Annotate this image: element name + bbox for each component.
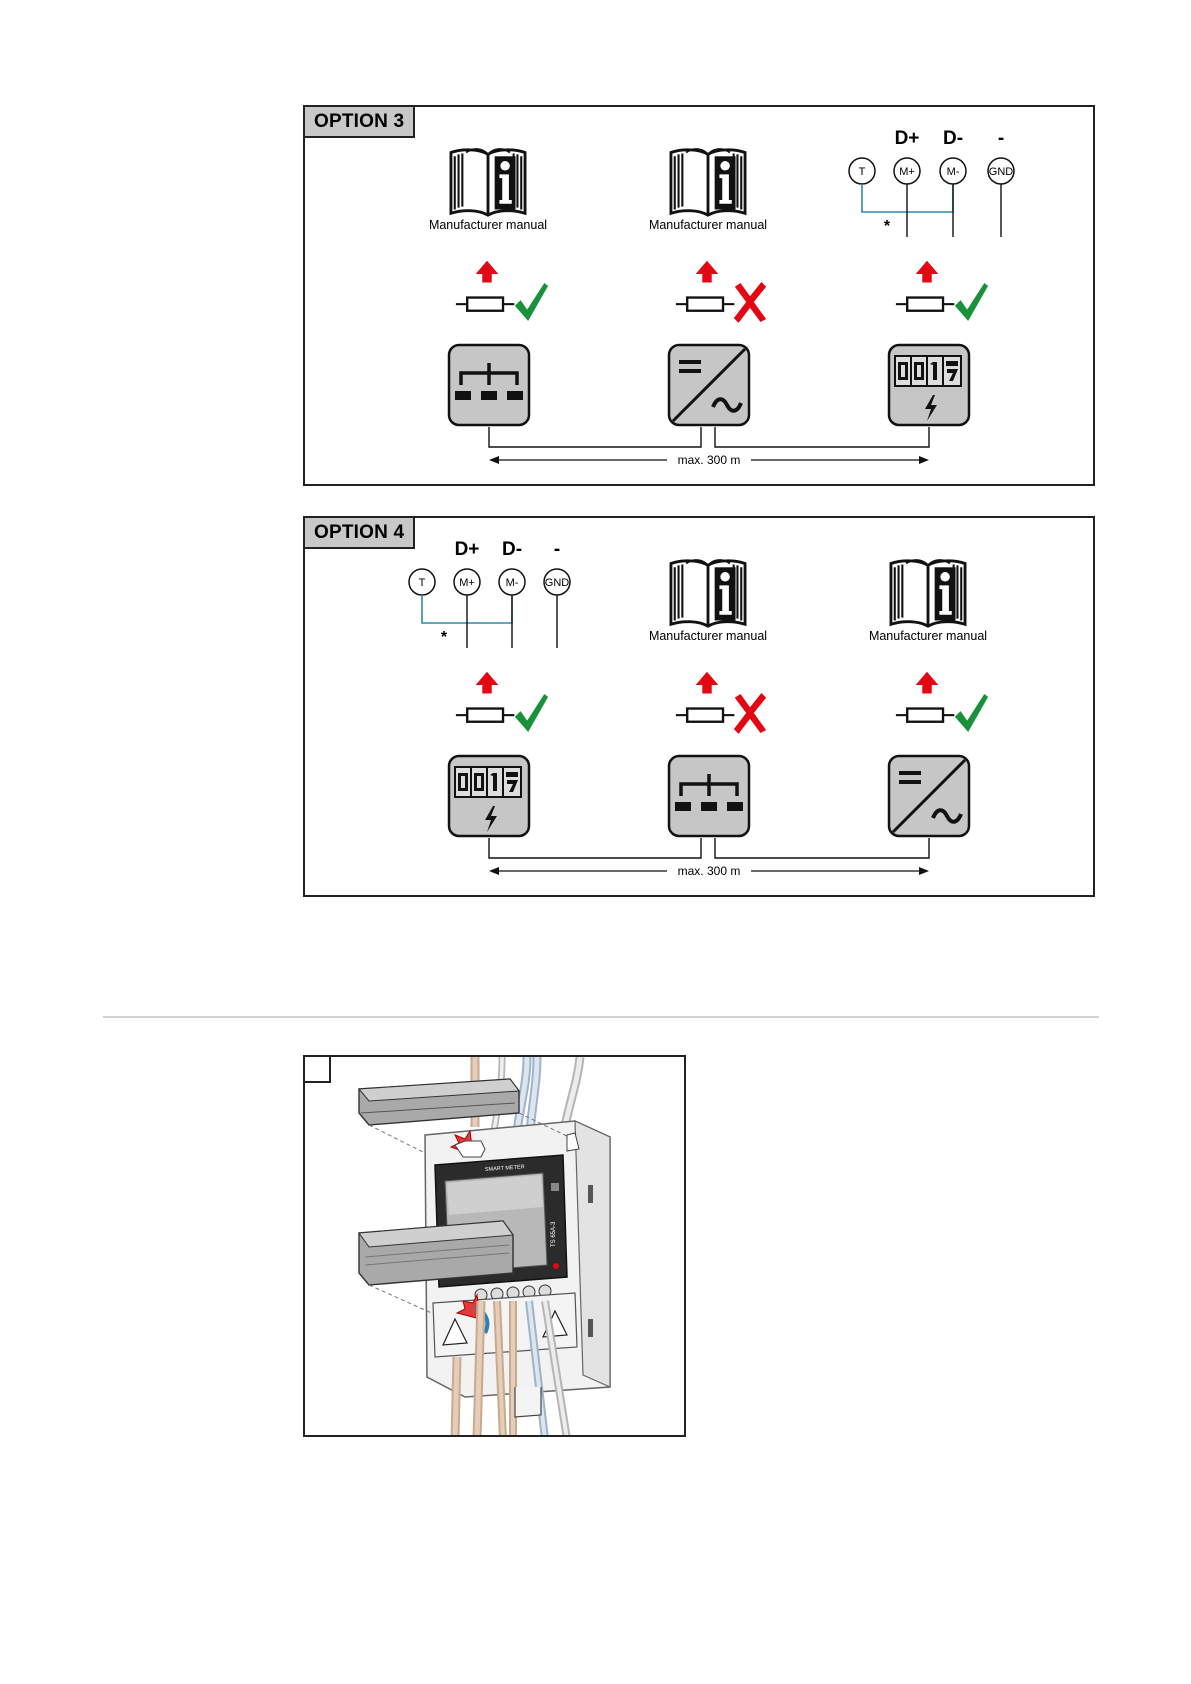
terminal-mminus: M- <box>506 577 519 589</box>
manual-label-right: Manufacturer manual <box>869 629 987 643</box>
manual-label-mid: Manufacturer manual <box>649 629 767 643</box>
distance-indicator: max. 300 m <box>489 453 929 467</box>
inverter-icon <box>669 345 749 425</box>
option-4-diagram: D+ D- - T M+ M- GND * Manufacturer manua… <box>305 518 1097 899</box>
option-3-label: OPTION 3 <box>305 107 415 138</box>
terminal-mplus: M+ <box>459 577 475 589</box>
manual-book-icon <box>891 560 965 626</box>
terminal-asterisk: * <box>884 218 891 235</box>
distance-indicator: max. 300 m <box>489 864 929 878</box>
cross-icon <box>734 693 766 734</box>
option-3-panel: Manufacturer manual Manufacturer manual … <box>303 105 1095 486</box>
check-icon <box>515 694 548 732</box>
manual-label-left: Manufacturer manual <box>429 218 547 232</box>
terminal-block: D+ D- - T M+ M- GND * <box>849 128 1014 237</box>
check-icon <box>955 283 988 321</box>
terminal-dplus-label: D+ <box>455 539 480 560</box>
terminal-t: T <box>859 166 866 178</box>
termination-resistor-icon <box>676 672 734 722</box>
battery-icon <box>669 756 749 836</box>
terminal-mminus: M- <box>947 166 960 178</box>
smart-meter-cover-illustration: SMART METER TS 65A-3 <box>305 1057 686 1437</box>
energy-meter-icon <box>449 756 529 836</box>
energy-meter-icon <box>889 345 969 425</box>
terminal-gnd-sign: - <box>998 128 1004 149</box>
manual-book-icon <box>671 149 745 215</box>
termination-resistor-icon <box>456 672 514 722</box>
termination-resistor-icon <box>676 261 734 311</box>
terminal-gnd: GND <box>545 577 570 589</box>
manual-book-icon <box>671 560 745 626</box>
installation-illustration: SMART METER TS 65A-3 <box>303 1055 686 1437</box>
option-4-panel: D+ D- - T M+ M- GND * Manufacturer manua… <box>303 516 1095 897</box>
terminal-t: T <box>419 577 426 589</box>
terminal-asterisk: * <box>441 629 448 646</box>
inverter-icon <box>889 756 969 836</box>
terminal-mplus: M+ <box>899 166 915 178</box>
termination-resistor-icon <box>896 672 954 722</box>
cross-icon <box>734 282 766 323</box>
manual-book-icon <box>451 149 525 215</box>
distance-label: max. 300 m <box>678 453 741 467</box>
manual-label-mid: Manufacturer manual <box>649 218 767 232</box>
check-icon <box>515 283 548 321</box>
battery-icon <box>449 345 529 425</box>
terminal-gnd: GND <box>989 166 1014 178</box>
terminal-gnd-sign: - <box>554 539 560 560</box>
terminal-dminus-label: D- <box>502 539 522 560</box>
terminal-dminus-label: D- <box>943 128 963 149</box>
termination-resistor-icon <box>896 261 954 311</box>
terminal-block: D+ D- - T M+ M- GND * <box>409 539 570 648</box>
distance-label: max. 300 m <box>678 864 741 878</box>
section-divider <box>103 1016 1099 1018</box>
termination-resistor-icon <box>456 261 514 311</box>
option-3-diagram: Manufacturer manual Manufacturer manual … <box>305 107 1097 488</box>
check-icon <box>955 694 988 732</box>
step-number <box>305 1057 331 1083</box>
option-4-label: OPTION 4 <box>305 518 415 549</box>
device-model: TS 65A-3 <box>551 1221 557 1247</box>
terminal-dplus-label: D+ <box>895 128 920 149</box>
